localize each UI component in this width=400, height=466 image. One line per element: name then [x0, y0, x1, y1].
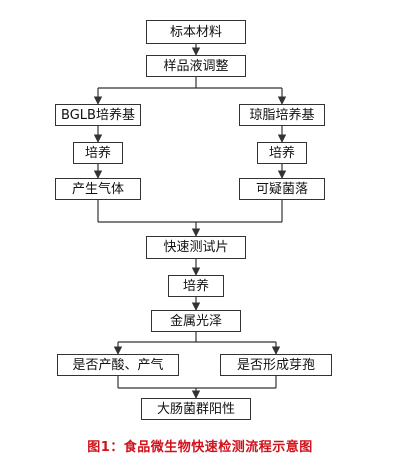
node-acid-gas-check: 是否产酸、产气 [57, 354, 179, 376]
node-coliform-positive: 大肠菌群阳性 [141, 398, 251, 420]
node-suspicious-colony: 可疑菌落 [239, 178, 325, 200]
node-culture-right: 培养 [257, 142, 307, 164]
flowchart-connectors [93, 44, 287, 399]
node-culture-left: 培养 [73, 142, 123, 164]
node-metallic-sheen: 金属光泽 [151, 310, 241, 332]
figure-caption: 图1：食品微生物快速检测流程示意图 [87, 440, 313, 455]
node-rapid-test-sheet: 快速测试片 [146, 236, 246, 259]
node-sample-adjust: 样品液调整 [146, 55, 246, 77]
node-bglb-medium: BGLB培养基 [55, 104, 141, 126]
node-spore-check: 是否形成芽孢 [220, 354, 332, 376]
node-gas-produced: 产生气体 [55, 178, 141, 200]
node-agar-medium: 琼脂培养基 [239, 104, 325, 126]
node-sample-material: 标本材料 [146, 20, 246, 44]
node-culture-center: 培养 [168, 275, 224, 297]
